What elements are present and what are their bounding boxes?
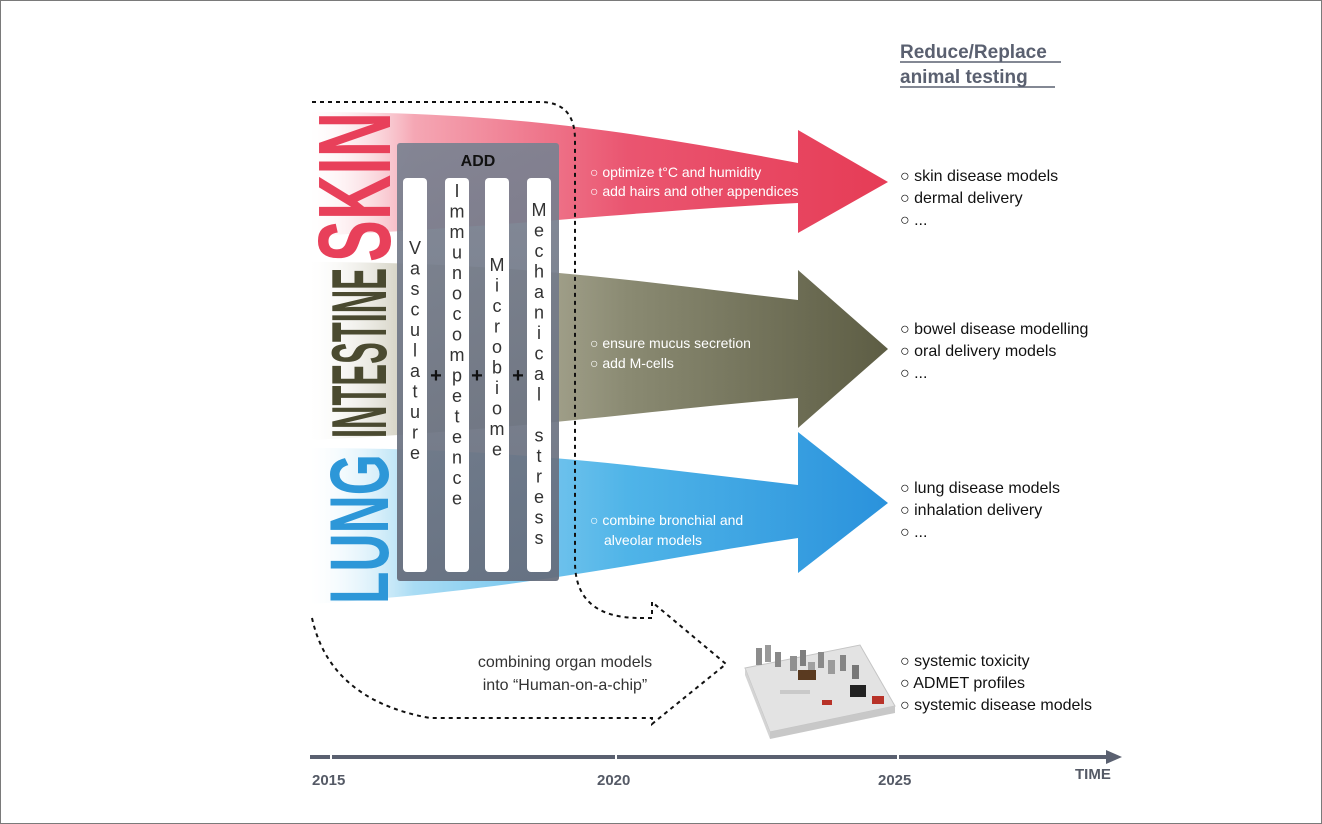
intestine-note-2: ○ add M-cells [590,355,674,371]
skin-notes: ○ optimize t°C and humidity ○ add hairs … [590,164,799,199]
add-pill-background [403,178,427,572]
chip-outcome-1: ○ systemic toxicity [900,653,1030,670]
lung-outcome-3: ○ ... [900,524,927,541]
lung-outcome-2: ○ inhalation delivery [900,502,1042,519]
skin-label: SKIN [299,112,413,262]
add-title: ADD [461,153,496,170]
add-pill-background [485,178,509,572]
lung-outcome-1: ○ lung disease models [900,480,1060,497]
skin-outcome-2: ○ dermal delivery [900,190,1023,207]
skin-outcome-1: ○ skin disease models [900,168,1058,185]
timeline-axis [310,750,1122,764]
plus-sign: + [430,365,442,387]
intestine-outcomes: ○ bowel disease modelling ○ oral deliver… [900,321,1088,382]
intestine-outcome-3: ○ ... [900,365,927,382]
header: Reduce/Replace animal testing [900,42,1061,88]
skin-note-2: ○ add hairs and other appendices [590,183,799,199]
add-pill-background [527,178,551,572]
header-line-2: animal testing [900,67,1028,88]
intestine-notes: ○ ensure mucus secretion ○ add M-cells [590,335,751,371]
combining-line-2: into “Human-on-a-chip” [483,677,648,694]
lung-notes: ○ combine bronchial and alveolar models [590,512,743,548]
year-2020: 2020 [597,772,630,789]
lung-label: LUNG [312,454,406,604]
plus-sign: + [512,365,524,387]
header-line-1: Reduce/Replace [900,42,1047,63]
intestine-label: INTESTINE [316,268,403,438]
intestine-outcome-2: ○ oral delivery models [900,343,1056,360]
chip-outcome-3: ○ systemic disease models [900,697,1092,714]
chip-outcomes: ○ systemic toxicity ○ ADMET profiles ○ s… [900,653,1092,714]
lung-note-1: ○ combine bronchial and [590,512,743,528]
year-2015: 2015 [312,772,345,789]
skin-outcome-3: ○ ... [900,212,927,229]
combining-dotted-arrow [311,101,728,727]
lung-outcomes: ○ lung disease models ○ inhalation deliv… [900,480,1060,541]
chip-outcome-2: ○ ADMET profiles [900,675,1025,692]
add-pill-background [445,178,469,572]
skin-outcomes: ○ skin disease models ○ dermal delivery … [900,168,1058,229]
skin-note-1: ○ optimize t°C and humidity [590,164,761,180]
chip-device-image [744,644,896,739]
year-2025: 2025 [878,772,911,789]
time-label: TIME [1075,766,1111,783]
lung-note-2: alveolar models [604,532,702,548]
plus-sign: + [471,365,483,387]
organ-labels: SKIN INTESTINE LUNG [299,112,413,604]
intestine-outcome-1: ○ bowel disease modelling [900,321,1088,338]
intestine-note-1: ○ ensure mucus secretion [590,335,751,351]
combining-line-1: combining organ models [478,654,652,671]
